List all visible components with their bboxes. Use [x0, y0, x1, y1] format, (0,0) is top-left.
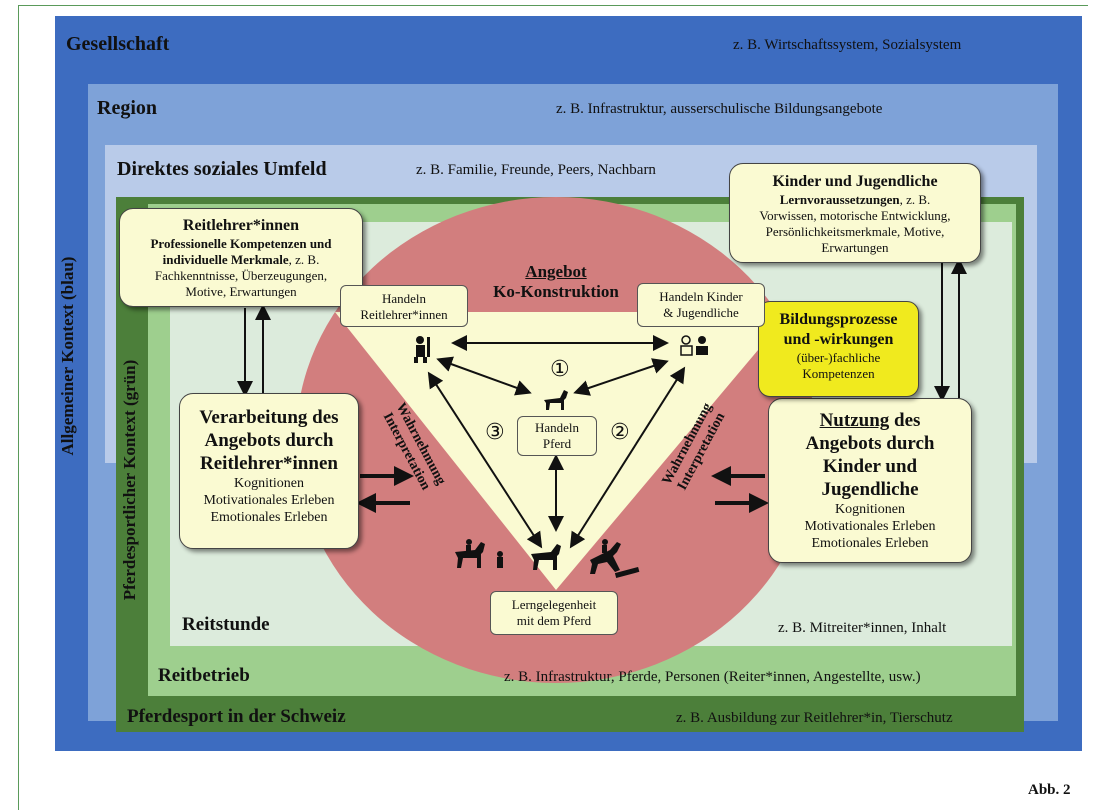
kinder-line2: Vorwissen, motorische Entwicklung,: [759, 208, 951, 223]
handeln-pferd-line2: Pferd: [542, 436, 572, 451]
handeln-reitlehrer-line2: Reitlehrer*innen: [360, 307, 448, 322]
angebot-title: Angebot: [525, 262, 587, 281]
nutzung-box: Nutzung des Angebots durch Kinder und Ju…: [768, 398, 972, 563]
marker-two: ②: [610, 420, 630, 445]
vertical-label-gruen: Pferdesportlicher Kontext (grün): [120, 359, 139, 601]
handeln-pferd-box: Handeln Pferd: [517, 416, 597, 456]
nutzung-item: Motivationales Erleben: [804, 519, 936, 534]
lerngelegenheit-box: Lerngelegenheit mit dem Pferd: [490, 591, 618, 635]
marker-one: ①: [550, 357, 570, 382]
handeln-kinder-line1: Handeln Kinder: [659, 289, 743, 304]
bildung-line3: (über-)fachliche: [796, 350, 881, 365]
reitbetrieb-example: z. B. Infrastruktur, Pferde, Personen (R…: [504, 669, 921, 685]
nutzung-line4: Jugendliche: [821, 479, 919, 500]
verarbeitung-box: Verarbeitung des Angebots durch Reitlehr…: [179, 393, 359, 549]
kinder-title: Kinder und Jugendliche: [772, 173, 938, 190]
bildung-line2: und -wirkungen: [783, 331, 894, 348]
reitlehrer-line4: Motive, Erwartungen: [185, 284, 297, 299]
kinder-line4: Erwartungen: [821, 240, 889, 255]
kinder-suffix: , z. B.: [899, 192, 931, 207]
frame-line-top: [18, 5, 1088, 6]
figure-label: Abb. 2: [1028, 782, 1071, 798]
kinder-box: Kinder und Jugendliche Lernvoraussetzung…: [729, 163, 981, 263]
verarbeitung-item: Motivationales Erleben: [203, 493, 335, 508]
handeln-kinder-box: Handeln Kinder & Jugendliche: [637, 283, 765, 327]
umfeld-example: z. B. Familie, Freunde, Peers, Nachbarn: [416, 162, 656, 178]
verarbeitung-item: Emotionales Erleben: [210, 510, 328, 525]
nutzung-line1-rest: des: [889, 410, 921, 431]
marker-three: ③: [485, 420, 505, 445]
lerngelegenheit-line2: mit dem Pferd: [516, 613, 592, 628]
region-title: Region: [97, 97, 157, 119]
arrow-left-long: [427, 371, 543, 549]
handeln-pferd-line1: Handeln: [534, 420, 580, 435]
kinder-line3: Persönlichkeitsmerkmale, Motive,: [765, 224, 945, 239]
bildung-box: Bildungsprozesse und -wirkungen (über-)f…: [758, 301, 919, 397]
schweiz-title: Pferdesport in der Schweiz: [127, 706, 346, 727]
reitlehrer-title: Reitlehrer*innen: [182, 217, 300, 234]
verarbeitung-line2: Angebots durch: [204, 430, 334, 451]
verarbeitung-line3: Reitlehrer*innen: [200, 453, 338, 474]
nutzung-item: Emotionales Erleben: [811, 536, 929, 551]
verarbeitung-item: Kognitionen: [234, 476, 304, 491]
reitlehrer-suffix: , z. B.: [288, 252, 320, 267]
nutzung-item: Kognitionen: [835, 502, 905, 517]
handeln-reitlehrer-line1: Handeln: [381, 291, 427, 306]
reitstunde-example: z. B. Mitreiter*innen, Inhalt: [778, 620, 947, 636]
nutzung-line3: Kinder und: [822, 456, 918, 477]
reitlehrer-box: Reitlehrer*innen Professionelle Kompeten…: [119, 208, 363, 307]
verarbeitung-line1: Verarbeitung des: [199, 407, 339, 428]
nutzung-line2: Angebots durch: [805, 433, 935, 454]
reitbetrieb-title: Reitbetrieb: [158, 665, 250, 686]
angebot-heading: Angebot Ko-Konstruktion: [471, 262, 641, 302]
arrow-right-long: [569, 366, 686, 549]
kinder-icon: [680, 335, 708, 356]
handeln-reitlehrer-box: Handeln Reitlehrer*innen: [340, 285, 468, 327]
reitlehrer-bold-line2: individuelle Merkmale: [162, 252, 289, 267]
horse-icon: [544, 390, 568, 410]
reitlehrer-line3: Fachkenntnisse, Überzeugungen,: [154, 268, 328, 283]
nutzung-underlined: Nutzung: [819, 410, 890, 431]
bildung-line4: Kompetenzen: [802, 366, 875, 381]
frame-line-left: [18, 5, 19, 810]
reitlehrer-icon: [414, 336, 430, 363]
reitlehrer-bold-line1: Professionelle Kompetenzen und: [150, 236, 332, 251]
gesellschaft-title: Gesellschaft: [66, 33, 170, 55]
riders-icon: [455, 539, 640, 579]
angebot-subtitle: Ko-Konstruktion: [493, 282, 619, 301]
handeln-kinder-line2: & Jugendliche: [663, 305, 739, 320]
vertical-label-blau: Allgemeiner Kontext (blau): [58, 256, 77, 456]
reitstunde-title: Reitstunde: [182, 614, 270, 635]
gesellschaft-example: z. B. Wirtschaftssystem, Sozialsystem: [733, 37, 962, 53]
region-example: z. B. Infrastruktur, ausserschulische Bi…: [556, 101, 883, 117]
lerngelegenheit-line1: Lerngelegenheit: [511, 597, 597, 612]
schweiz-example: z. B. Ausbildung zur Reitlehrer*in, Tier…: [676, 710, 953, 726]
kinder-bold-line: Lernvoraussetzungen: [779, 192, 900, 207]
bildung-line1: Bildungsprozesse: [779, 311, 898, 328]
umfeld-title: Direktes soziales Umfeld: [117, 158, 327, 180]
